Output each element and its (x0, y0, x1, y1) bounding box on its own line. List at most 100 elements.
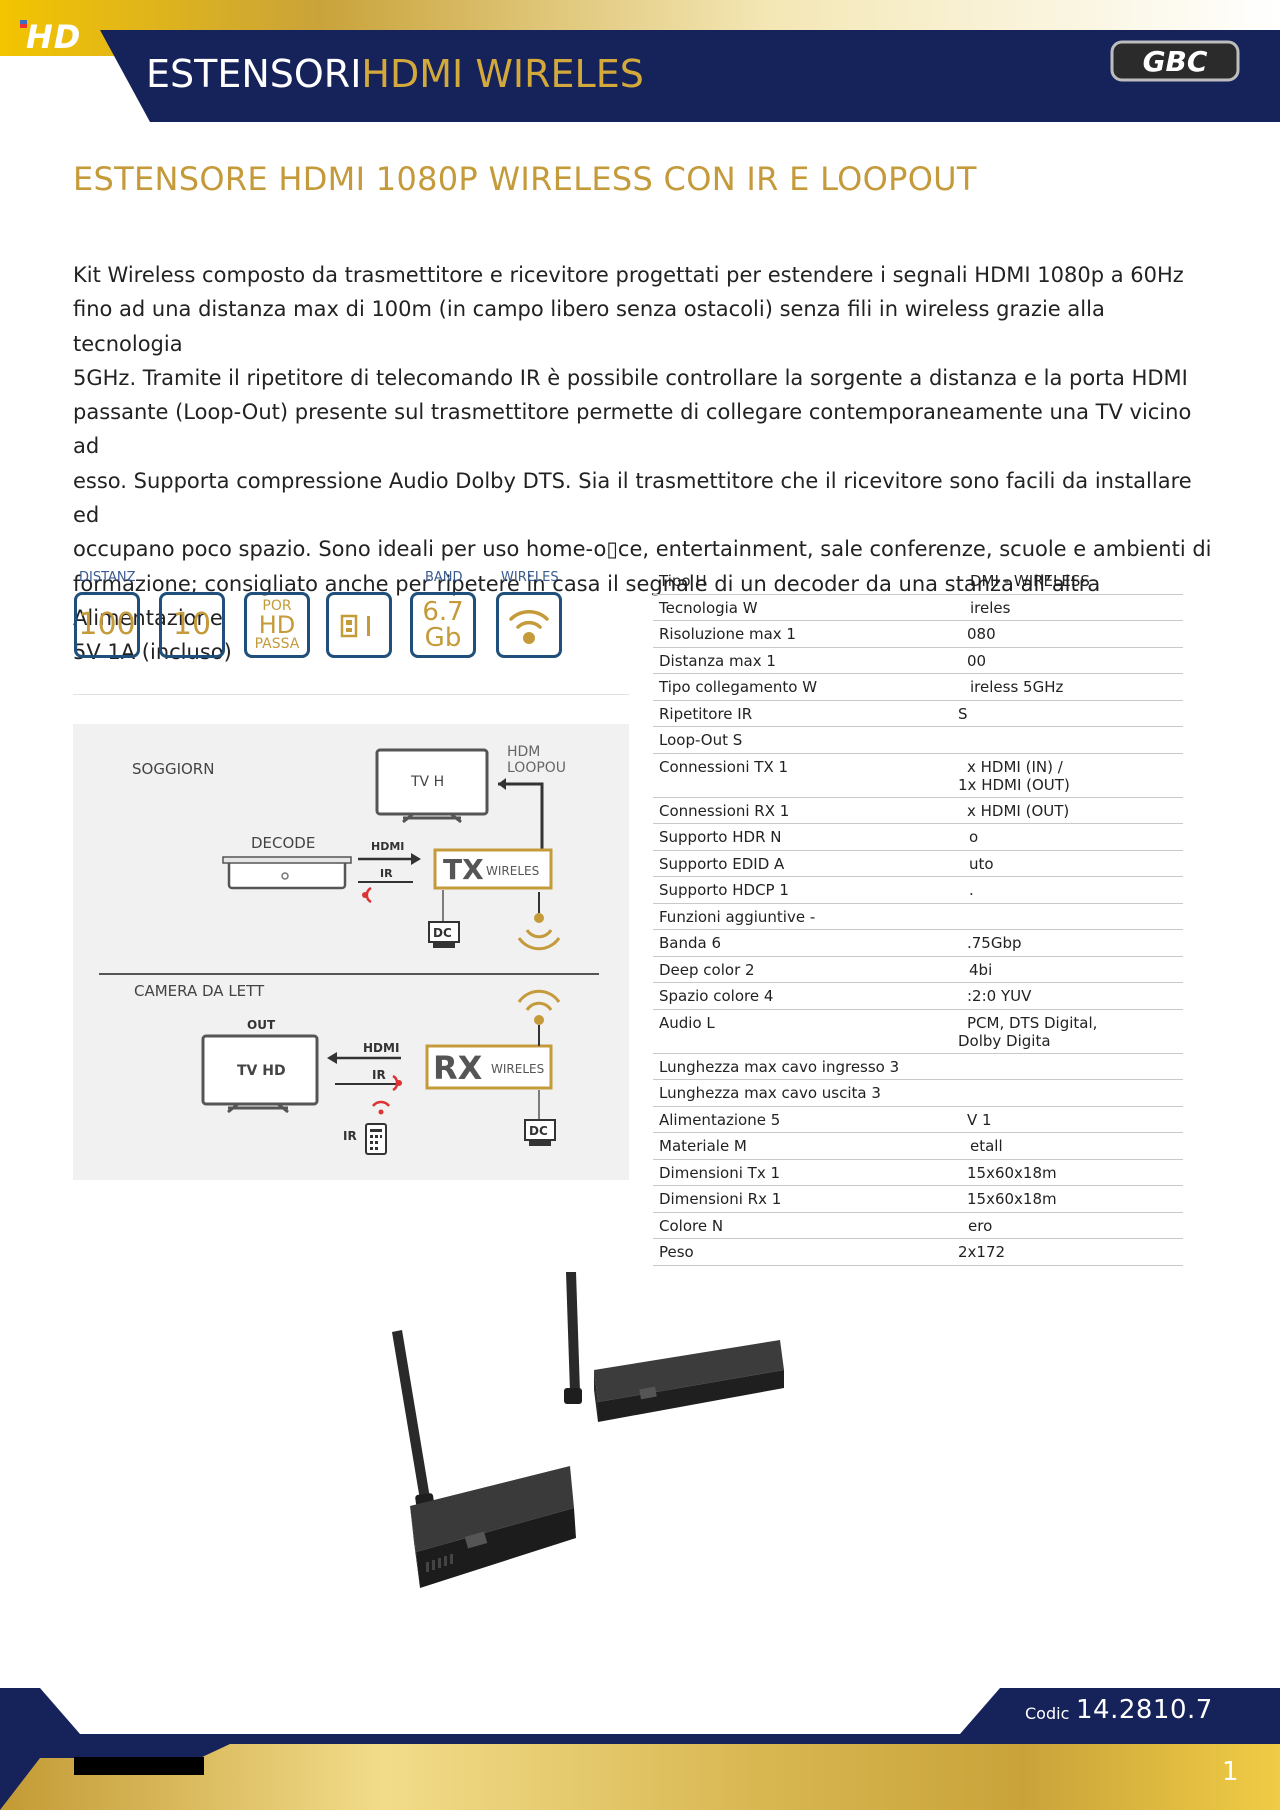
antenna-front-icon (392, 1330, 435, 1513)
loop-arrowhead (498, 778, 506, 790)
hd-passthrough-badge: POR HD PASSA (244, 592, 310, 658)
hdmi-cable-label: HDMI (371, 840, 404, 853)
gbc-logo-text: GBC (1143, 45, 1208, 78)
table-row: Lunghezza max cavo uscita 3 (653, 1080, 1183, 1107)
header-navy-band (100, 30, 1280, 122)
spec-key: Spazio colore 4 (659, 987, 774, 1005)
remote-control-icon (365, 1123, 387, 1155)
out-label: OUT (247, 1018, 276, 1032)
spec-key: Materiale M (659, 1137, 747, 1155)
gbc-logo: GBC (1110, 40, 1240, 82)
remote-ir-label: IR (343, 1129, 357, 1143)
table-row: Dimensioni Tx 1 15x60x18m (653, 1160, 1183, 1186)
wireless-badge (496, 592, 562, 658)
code-label: Codic (1025, 1704, 1070, 1723)
footer-gold-band (0, 1744, 1280, 1810)
resolution-value: 10 (172, 607, 212, 642)
distance-value: 100 (78, 607, 136, 642)
page-title: ESTENSORE HDMI 1080P WIRELESS CON IR E L… (73, 160, 977, 198)
table-row: Supporto HDCP 1. (653, 877, 1183, 904)
dc-top-label: DC (433, 926, 452, 940)
hd-passthrough-mid: HD (258, 611, 296, 639)
spec-value: uto (969, 854, 994, 873)
loop-arrow (498, 782, 544, 854)
transmitter-unit (410, 1466, 576, 1588)
spec-value: .75Gbp (967, 934, 1022, 952)
hd-passthrough-top: POR (262, 598, 292, 614)
table-row: Supporto EDID A uto (653, 851, 1183, 877)
tv-icon (375, 748, 489, 824)
remote-icon (340, 614, 370, 638)
spec-value: x HDMI (OUT) (967, 801, 1070, 820)
spec-key: Supporto EDID A (659, 854, 785, 873)
distance-label: DISTANZ (79, 570, 136, 585)
spec-key: Dimensioni Tx 1 (659, 1163, 781, 1182)
spec-value: 15x60x18m (967, 1163, 1057, 1182)
section-title-white: ESTENSORI (146, 52, 362, 96)
hdmi-loop-label: HDM (507, 744, 540, 760)
spec-key: Funzioni aggiuntive - (659, 907, 816, 926)
spec-value-line2: 1x HDMI (OUT) (958, 775, 1070, 794)
spec-key: Dimensioni Rx 1 (659, 1190, 782, 1208)
connection-diagram: SOGGIORN TV H HDM LOOPOU DECODE HDMI IR … (73, 724, 629, 1180)
table-row: Spazio colore 4:2:0 YUV (653, 983, 1183, 1010)
wireless-label: WIRELES (501, 570, 559, 585)
spec-key: Distanza max 1 (659, 651, 776, 670)
product-code: 14.2810.7 (1076, 1695, 1213, 1725)
spec-key: Banda 6 (659, 934, 722, 952)
spec-key: Supporto HDCP 1 (659, 881, 789, 899)
table-row: Peso 2x172 (653, 1239, 1183, 1266)
diagram-canvas: SOGGIORN TV H HDM LOOPOU DECODE HDMI IR … (99, 744, 599, 1155)
rx-sub-label: WIRELES (491, 1062, 544, 1076)
loopout-label: LOOPOU (507, 760, 566, 776)
ir-cable-label: IR (380, 867, 393, 880)
spec-key: Lunghezza max cavo ingresso 3 (659, 1057, 900, 1076)
wifi-tx-icon (517, 892, 561, 951)
spec-key: Tipo H (659, 572, 707, 590)
rx-box (425, 1044, 553, 1090)
resolution-badge: 10 (159, 592, 225, 658)
band-label: BAND (425, 570, 463, 585)
spec-value: S (958, 704, 968, 723)
description-line: 5GHz. Tramite il ripetitore di telecoman… (73, 365, 1188, 390)
spec-value: 080 (967, 625, 996, 643)
tx-label: TX (443, 853, 484, 886)
spec-value: etall (970, 1137, 1003, 1155)
spec-key: Connessioni TX 1 (659, 757, 789, 776)
table-row: Materiale M etall (653, 1133, 1183, 1160)
section-title: ESTENSORIHDMI WIRELES (146, 52, 644, 96)
spec-key: Peso (659, 1243, 694, 1261)
description-line: esso. Supporta compressione Audio Dolby … (73, 468, 1192, 528)
description-line: 5V 1A (incluso) (73, 640, 232, 665)
spec-value: 2x172 (958, 1243, 1006, 1261)
room-bedroom-label: CAMERA DA LETT (134, 982, 265, 1000)
wifi-icon (509, 610, 549, 644)
spec-key: Audio L (659, 1013, 715, 1032)
decoder-icon (222, 856, 352, 890)
tv-top-label: TV H (410, 774, 444, 790)
footer-white-band (40, 1688, 1000, 1734)
table-row: Lunghezza max cavo ingresso 3 (653, 1054, 1183, 1080)
bandwidth-value: 6.7 (422, 597, 464, 627)
tv-bottom-label: TV HD (237, 1063, 286, 1079)
spec-key: Colore N (659, 1216, 724, 1235)
tv-bottom-icon (201, 1034, 319, 1114)
spec-value: o (969, 828, 979, 846)
antenna-icon (564, 1272, 582, 1404)
hdmi-arrowhead (411, 853, 421, 865)
spec-key: Risoluzione max 1 (659, 625, 796, 643)
remote-signal-icon (372, 1100, 390, 1107)
spec-key: Connessioni RX 1 (659, 801, 790, 820)
redacted-block (74, 1757, 204, 1775)
product-description: Kit Wireless composto da trasmettitore e… (73, 258, 1213, 670)
